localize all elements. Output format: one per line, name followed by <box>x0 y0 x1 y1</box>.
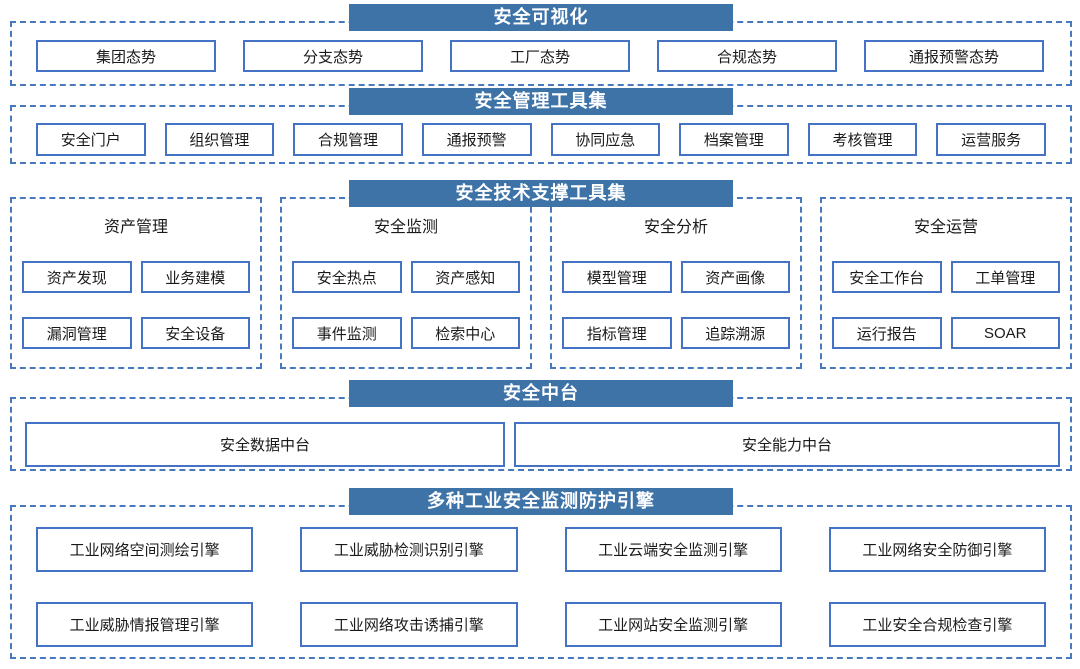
section-security-management-toolset: 安全管理工具集 安全门户 组织管理 合规管理 通报预警 协同应急 档案管理 考核… <box>10 88 1072 164</box>
trace-source-box: 追踪溯源 <box>680 317 790 349</box>
security-analysis-group: 安全分析 模型管理 资产画像 指标管理 追踪溯源 <box>550 197 802 369</box>
compliance-mgmt-box: 合规管理 <box>293 123 403 156</box>
security-visualization-body: 集团态势 分支态势 工厂态势 合规态势 通报预警态势 <box>10 21 1072 86</box>
compliance-situation-box: 合规态势 <box>657 40 837 72</box>
compliance-check-engine-box: 工业安全合规检查引擎 <box>828 602 1046 647</box>
security-hotspot-box: 安全热点 <box>292 261 402 293</box>
operation-report-box: 运行报告 <box>832 317 942 349</box>
security-analysis-grid: 模型管理 资产画像 指标管理 追踪溯源 <box>562 261 790 349</box>
archive-mgmt-box: 档案管理 <box>679 123 789 156</box>
section-security-middle-platform: 安全中台 安全数据中台 安全能力中台 <box>10 380 1072 471</box>
group-title: 资产管理 <box>103 219 168 236</box>
threat-detection-engine-box: 工业威胁检测识别引擎 <box>300 527 518 572</box>
asset-mgmt-group: 资产管理 资产发现 业务建模 漏洞管理 安全设备 <box>10 197 262 369</box>
section-title: 安全技术支撑工具集 <box>455 183 627 203</box>
security-middle-platform-header: 安全中台 <box>349 380 733 407</box>
security-data-platform-box: 安全数据中台 <box>25 422 505 467</box>
network-defense-engine-box: 工业网络安全防御引擎 <box>828 527 1046 572</box>
assessment-mgmt-box: 考核管理 <box>807 123 918 156</box>
security-tech-support-toolset-header: 安全技术支撑工具集 <box>349 180 733 207</box>
section-title: 安全中台 <box>503 383 579 403</box>
section-security-visualization: 安全可视化 集团态势 分支态势 工厂态势 合规态势 通报预警态势 <box>10 4 1072 86</box>
indicator-mgmt-box: 指标管理 <box>562 317 672 349</box>
collaborative-response-box: 协同应急 <box>550 123 661 156</box>
asset-mgmt-grid: 资产发现 业务建模 漏洞管理 安全设备 <box>22 261 250 349</box>
industrial-security-engines-header: 多种工业安全监测防护引擎 <box>349 488 733 515</box>
group-title: 安全运营 <box>913 219 978 236</box>
threat-intel-engine-box: 工业威胁情报管理引擎 <box>36 602 254 647</box>
security-device-box: 安全设备 <box>140 317 250 349</box>
asset-awareness-box: 资产感知 <box>410 261 520 293</box>
security-tech-support-toolset-body: 资产管理 资产发现 业务建模 漏洞管理 安全设备 安全监测 安全热点 资产感知 … <box>10 197 1072 369</box>
asset-profile-box: 资产画像 <box>680 261 790 293</box>
section-industrial-security-engines: 多种工业安全监测防护引擎 工业网络空间测绘引擎 工业威胁检测识别引擎 工业云端安… <box>10 488 1072 659</box>
security-portal-box: 安全门户 <box>36 123 146 156</box>
security-capability-platform-box: 安全能力中台 <box>514 422 1060 467</box>
website-monitoring-engine-box: 工业网站安全监测引擎 <box>564 602 782 647</box>
search-center-box: 检索中心 <box>410 317 520 349</box>
security-workbench-box: 安全工作台 <box>832 261 942 293</box>
security-management-toolset-body: 安全门户 组织管理 合规管理 通报预警 协同应急 档案管理 考核管理 运营服务 <box>10 105 1072 164</box>
group-title: 安全分析 <box>643 219 708 236</box>
security-visualization-header: 安全可视化 <box>349 4 733 31</box>
attack-decoy-engine-box: 工业网络攻击诱捕引擎 <box>300 602 518 647</box>
model-mgmt-box: 模型管理 <box>562 261 672 293</box>
alert-notification-situation-box: 通报预警态势 <box>864 40 1044 72</box>
section-title: 安全可视化 <box>493 7 589 27</box>
cyberspace-mapping-engine-box: 工业网络空间测绘引擎 <box>36 527 254 572</box>
security-monitoring-grid: 安全热点 资产感知 事件监测 检索中心 <box>292 261 520 349</box>
soar-box: SOAR <box>950 317 1060 349</box>
security-operation-group: 安全运营 安全工作台 工单管理 运行报告 SOAR <box>820 197 1072 369</box>
ticket-mgmt-box: 工单管理 <box>950 261 1060 293</box>
event-monitoring-box: 事件监测 <box>292 317 402 349</box>
security-management-toolset-header: 安全管理工具集 <box>349 88 733 115</box>
section-title: 安全管理工具集 <box>474 91 608 111</box>
operation-service-box: 运营服务 <box>936 123 1046 156</box>
alert-notification-box: 通报预警 <box>421 123 532 156</box>
asset-discovery-box: 资产发现 <box>22 261 132 293</box>
group-title: 安全监测 <box>373 219 438 236</box>
vulnerability-mgmt-box: 漏洞管理 <box>22 317 132 349</box>
security-operation-grid: 安全工作台 工单管理 运行报告 SOAR <box>832 261 1060 349</box>
security-monitoring-group: 安全监测 安全热点 资产感知 事件监测 检索中心 <box>280 197 532 369</box>
cloud-monitoring-engine-box: 工业云端安全监测引擎 <box>564 527 782 572</box>
factory-situation-box: 工厂态势 <box>450 40 630 72</box>
branch-situation-box: 分支态势 <box>243 40 423 72</box>
section-security-tech-support-toolset: 安全技术支撑工具集 资产管理 资产发现 业务建模 漏洞管理 安全设备 安全监测 … <box>10 180 1072 369</box>
organization-mgmt-box: 组织管理 <box>164 123 275 156</box>
business-modeling-box: 业务建模 <box>140 261 250 293</box>
industrial-security-engines-body: 工业网络空间测绘引擎 工业威胁检测识别引擎 工业云端安全监测引擎 工业网络安全防… <box>10 505 1072 659</box>
security-middle-platform-body: 安全数据中台 安全能力中台 <box>10 397 1072 471</box>
section-title: 多种工业安全监测防护引擎 <box>427 491 655 511</box>
group-situation-box: 集团态势 <box>36 40 216 72</box>
